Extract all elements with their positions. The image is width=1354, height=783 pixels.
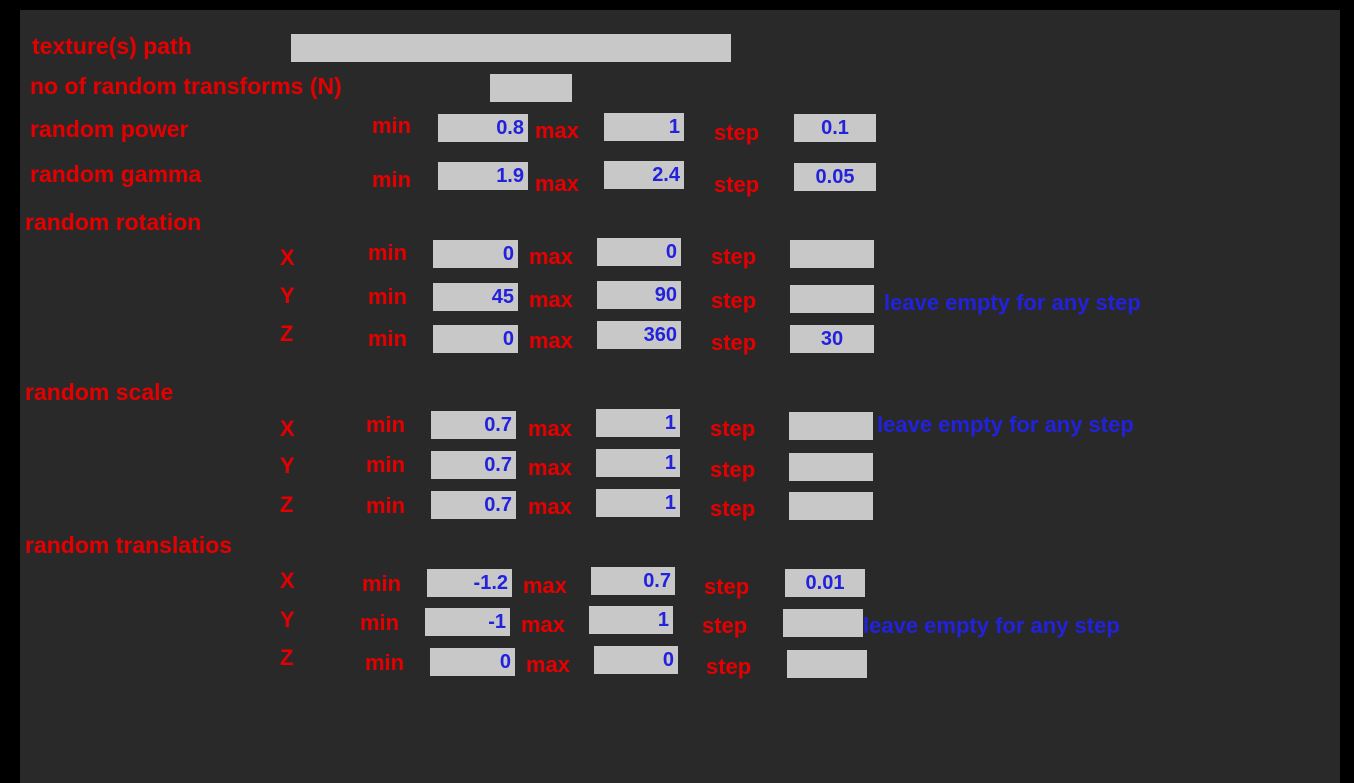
power-max-label: max [535, 118, 580, 143]
translation-y-min-label: min [360, 610, 400, 635]
gamma-label: random gamma [30, 161, 202, 187]
rotation-y-max-label: max [529, 287, 574, 312]
rotation-y-step-input[interactable] [790, 285, 874, 313]
rotation-z-max-label: max [529, 328, 574, 353]
rotation-y-axis-label: Y [280, 283, 295, 308]
translation-z-step-input[interactable] [787, 650, 867, 678]
power-min-label: min [372, 113, 412, 138]
scale-y-step-label: step [710, 457, 756, 482]
translation-y-step-input[interactable] [783, 609, 863, 637]
translation-x-step-label: step [704, 574, 750, 599]
texture-path-label: texture(s) path [32, 33, 192, 59]
texture-path-input[interactable] [291, 34, 731, 62]
translation-y-step-label: step [702, 613, 748, 638]
gamma-step-input[interactable] [794, 163, 876, 191]
scale-step-hint: leave empty for any step [877, 412, 1134, 437]
num-transforms-label: no of random transforms (N) [30, 73, 342, 99]
scale-z-axis-label: Z [280, 492, 294, 517]
translation-step-hint: leave empty for any step [863, 613, 1120, 638]
num-transforms-input[interactable] [490, 74, 572, 102]
window-frame-right [1340, 0, 1354, 783]
rotation-x-step-label: step [711, 244, 757, 269]
scale-x-max-input[interactable] [596, 409, 680, 437]
rotation-z-step-label: step [711, 330, 757, 355]
power-max-input[interactable] [604, 113, 684, 141]
scale-x-min-label: min [366, 412, 406, 437]
rotation-x-step-input[interactable] [790, 240, 874, 268]
translation-x-min-label: min [362, 571, 402, 596]
rotation-z-axis-label: Z [280, 321, 294, 346]
scale-z-step-label: step [710, 496, 756, 521]
scale-x-axis-label: X [280, 416, 295, 441]
scale-section-label: random scale [25, 379, 174, 405]
rotation-z-max-input[interactable] [597, 321, 681, 349]
translation-x-axis-label: X [280, 568, 295, 593]
scale-x-max-label: max [528, 416, 573, 441]
translation-x-step-input[interactable] [785, 569, 865, 597]
gamma-max-label: max [535, 171, 580, 196]
rotation-z-min-label: min [368, 326, 408, 351]
rotation-section-label: random rotation [25, 209, 202, 235]
translation-section-label: random translatios [25, 532, 233, 558]
rotation-x-min-input[interactable] [433, 240, 518, 268]
rotation-y-max-input[interactable] [597, 281, 681, 309]
translation-y-min-input[interactable] [425, 608, 510, 636]
rotation-x-max-label: max [529, 244, 574, 269]
rotation-y-min-input[interactable] [433, 283, 518, 311]
scale-z-min-label: min [366, 493, 406, 518]
scale-z-min-input[interactable] [431, 491, 516, 519]
gamma-min-label: min [372, 167, 412, 192]
power-step-input[interactable] [794, 114, 876, 142]
translation-x-max-input[interactable] [591, 567, 675, 595]
translation-y-axis-label: Y [280, 607, 295, 632]
translation-y-max-label: max [521, 612, 566, 637]
power-step-label: step [714, 120, 760, 145]
translation-y-max-input[interactable] [589, 606, 673, 634]
scale-z-step-input[interactable] [789, 492, 873, 520]
scale-z-max-input[interactable] [596, 489, 680, 517]
translation-z-step-label: step [706, 654, 752, 679]
scale-x-min-input[interactable] [431, 411, 516, 439]
scale-x-step-label: step [710, 416, 756, 441]
power-label: random power [30, 116, 189, 142]
gamma-step-label: step [714, 172, 760, 197]
scale-x-step-input[interactable] [789, 412, 873, 440]
translation-z-axis-label: Z [280, 645, 294, 670]
rotation-y-min-label: min [368, 284, 408, 309]
rotation-step-hint: leave empty for any step [884, 290, 1141, 315]
rotation-y-step-label: step [711, 288, 757, 313]
rotation-x-max-input[interactable] [597, 238, 681, 266]
scale-y-step-input[interactable] [789, 453, 873, 481]
scale-y-min-label: min [366, 452, 406, 477]
rotation-z-min-input[interactable] [433, 325, 518, 353]
scale-y-max-input[interactable] [596, 449, 680, 477]
window-frame-top [0, 0, 1354, 10]
scale-y-min-input[interactable] [431, 451, 516, 479]
gamma-max-input[interactable] [604, 161, 684, 189]
rotation-z-step-input[interactable] [790, 325, 874, 353]
translation-z-max-label: max [526, 652, 571, 677]
scale-z-max-label: max [528, 494, 573, 519]
translation-z-min-input[interactable] [430, 648, 515, 676]
translation-z-max-input[interactable] [594, 646, 678, 674]
scale-y-axis-label: Y [280, 453, 295, 478]
gamma-min-input[interactable] [438, 162, 528, 190]
power-min-input[interactable] [438, 114, 528, 142]
translation-x-min-input[interactable] [427, 569, 512, 597]
translation-z-min-label: min [365, 650, 405, 675]
rotation-x-min-label: min [368, 240, 408, 265]
rotation-x-axis-label: X [280, 245, 295, 270]
window-frame-left [0, 0, 20, 783]
translation-x-max-label: max [523, 573, 568, 598]
scale-y-max-label: max [528, 455, 573, 480]
